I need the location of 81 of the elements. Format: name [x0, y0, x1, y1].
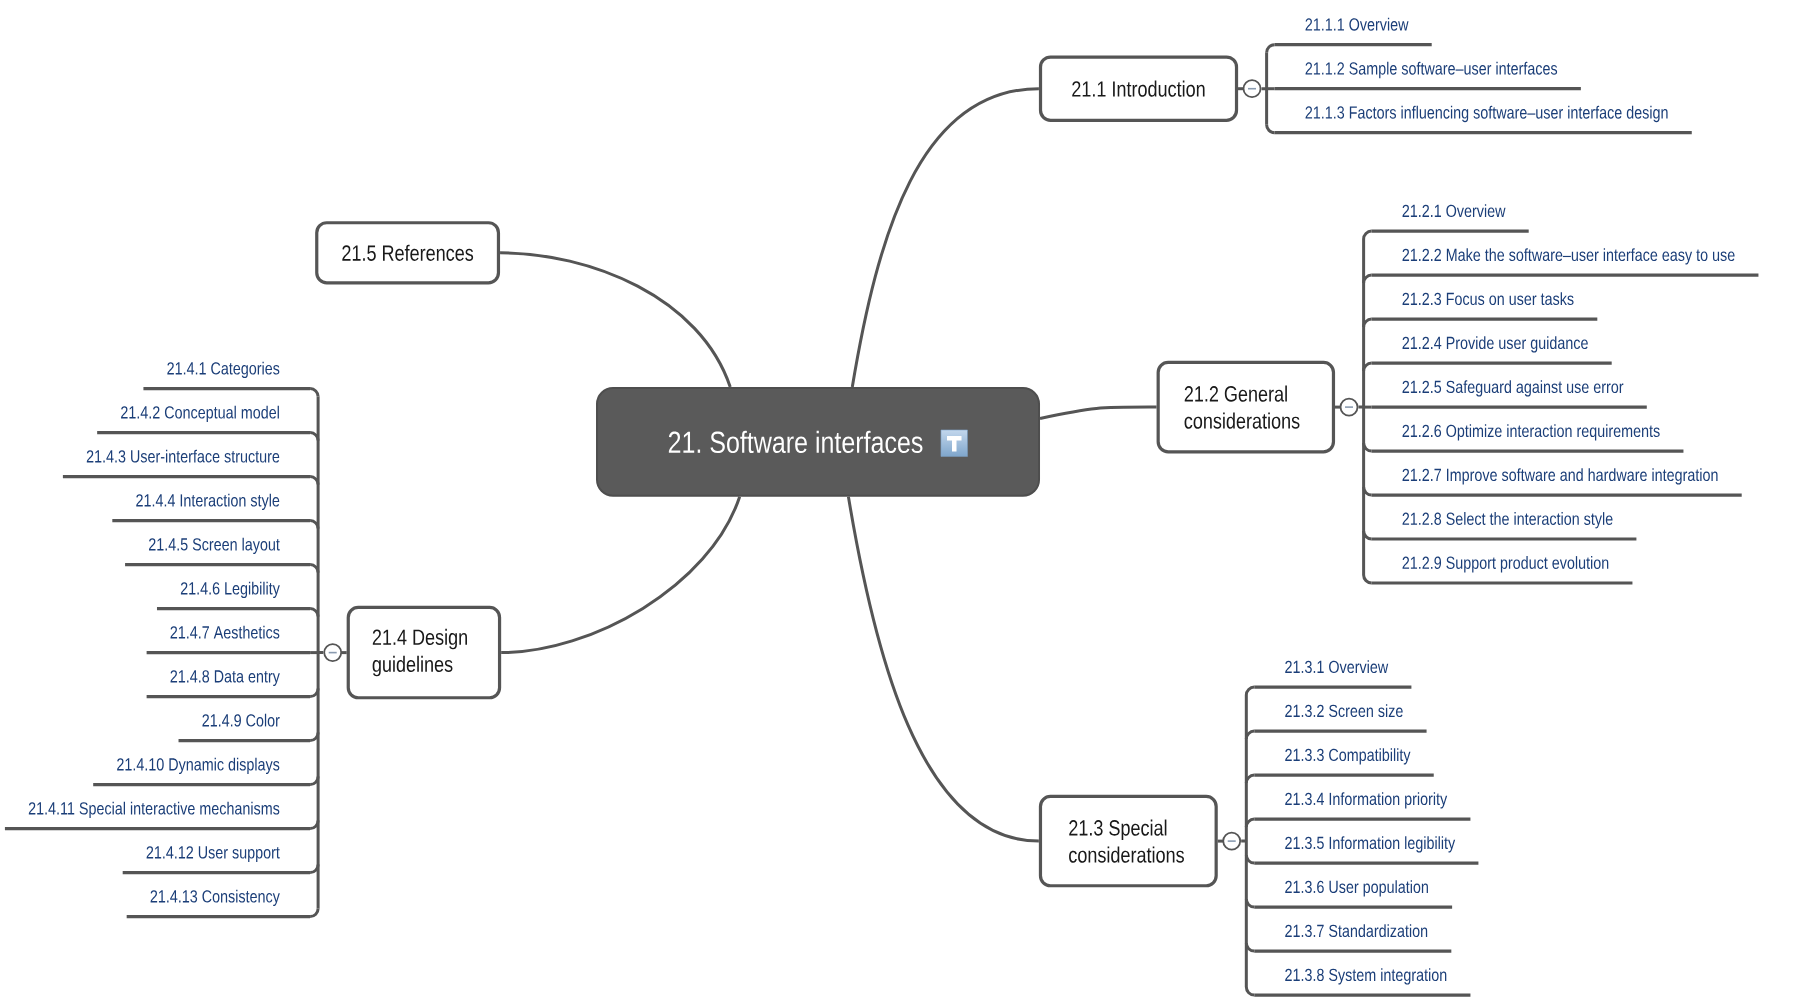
- connector-line: [309, 387, 320, 397]
- connector-line: [1239, 693, 1248, 989]
- subtopic-label: 21.2.6 Optimize interaction requirements: [1371, 424, 1684, 453]
- topic-box: 21.3 Special considerations: [1038, 794, 1218, 888]
- connector-line: [309, 908, 320, 919]
- connector-line: [309, 820, 320, 831]
- subtopic-label: 21.2.4 Provide user guidance: [1371, 336, 1612, 365]
- subtopic-label: 21.4.6 Legibility: [157, 581, 311, 611]
- subtopic-label: 21.3.1 Overview: [1254, 660, 1412, 689]
- subtopic-label: 21.4.4 Interaction style: [112, 493, 311, 523]
- subtopic-label: 21.4.5 Screen layout: [125, 537, 311, 567]
- branch-line: [501, 496, 742, 655]
- branch-line: [846, 496, 1040, 843]
- connector-line: [309, 864, 320, 875]
- topic-box: 21.1 Introduction: [1038, 55, 1239, 122]
- subtopic-label: 21.4.13 Consistency: [126, 889, 311, 919]
- subtopic-label: 21.4.2 Conceptual model: [97, 405, 311, 435]
- subtopic-label: 21.2.2 Make the software–user interface easy to use: [1371, 248, 1759, 277]
- connector-line: [309, 431, 320, 441]
- topic-box: 21.2 General considerations: [1156, 360, 1336, 454]
- connector-line: [1244, 773, 1255, 784]
- subtopic-label: 21.1.2 Sample software–user interfaces: [1274, 61, 1581, 91]
- subtopic-label: 21.4.8 Data entry: [146, 670, 311, 699]
- connector-line: [1362, 361, 1372, 372]
- central-topic-box: 21. Software interfaces: [596, 387, 1040, 497]
- connector-line: [1244, 729, 1255, 740]
- subtopic-label: 21.4.3 User-interface structure: [62, 449, 311, 479]
- subtopic-label: 21.4.11 Special interactive mechanisms: [4, 801, 311, 831]
- connector-line: [1356, 237, 1366, 577]
- connector-line: [1362, 229, 1372, 240]
- connector-line: [1362, 273, 1372, 284]
- connector-line: [1362, 530, 1372, 541]
- connector-line: [1244, 942, 1255, 953]
- connector-line: [310, 651, 319, 655]
- branch-line: [500, 251, 732, 388]
- subtopic-label: 21.2.7 Improve software and hardware integration: [1371, 468, 1742, 497]
- connector-line: [309, 563, 320, 573]
- connector-line: [309, 607, 320, 617]
- subtopic-label: 21.3.4 Information priority: [1254, 792, 1471, 821]
- subtopic-label: 21.2.3 Focus on user tasks: [1371, 292, 1598, 321]
- subtopic-label: 21.4.12 User support: [122, 846, 311, 875]
- subtopic-label: 21.3.8 System integration: [1254, 968, 1471, 997]
- subtopic-label: 21.3.3 Compatibility: [1254, 748, 1434, 777]
- subtopic-label: 21.2.8 Select the interaction style: [1371, 512, 1637, 541]
- subtopic-label: 21.4.7 Aesthetics: [146, 625, 311, 655]
- subtopic-label: 21.3.6 User population: [1254, 880, 1453, 909]
- connector-line: [309, 688, 320, 699]
- connector-line: [309, 519, 320, 529]
- connector-line: [309, 732, 320, 743]
- connector-line: [1363, 405, 1372, 409]
- connector-line: [316, 395, 325, 911]
- connector-line: [1265, 43, 1275, 53]
- connector-line: [1260, 51, 1269, 127]
- subtopic-label: 21.2.5 Safeguard against use error: [1371, 380, 1647, 409]
- connector-line: [309, 776, 320, 787]
- branch-line: [1039, 405, 1157, 421]
- connector-line: [1244, 854, 1255, 865]
- subtopic-label: 21.2.9 Support product evolution: [1371, 556, 1633, 585]
- connector-line: [1244, 817, 1255, 828]
- connector-line: [1362, 317, 1372, 328]
- subtopic-label: 21.1.1 Overview: [1274, 17, 1432, 47]
- subtopic-label: 21.1.3 Factors influencing software–user interface design: [1274, 105, 1692, 135]
- subtopic-label: 21.4.1 Categories: [143, 361, 311, 391]
- subtopic-label: 21.4.9 Color: [178, 713, 311, 743]
- connector-line: [1266, 87, 1275, 91]
- topic-box: 21.5 References: [315, 221, 501, 285]
- branch-line: [850, 87, 1040, 388]
- connector-line: [1265, 124, 1275, 135]
- subtopic-label: 21.2.1 Overview: [1371, 204, 1529, 233]
- connector-line: [1362, 574, 1372, 585]
- topic-box: 21.4 Design guidelines: [346, 605, 502, 700]
- subtopic-label: 21.4.10 Dynamic displays: [93, 757, 311, 787]
- connector-line: [309, 475, 320, 485]
- connector-line: [1244, 898, 1255, 909]
- subtopic-label: 21.3.7 Standardization: [1254, 924, 1452, 953]
- connector-line: [1362, 486, 1372, 497]
- subtopic-label: 21.3.2 Screen size: [1254, 704, 1427, 733]
- connector-line: [1244, 986, 1255, 997]
- connector-line: [1244, 685, 1255, 696]
- connector-line: [1362, 442, 1372, 453]
- subtopic-label: 21.3.5 Information legibility: [1254, 836, 1479, 865]
